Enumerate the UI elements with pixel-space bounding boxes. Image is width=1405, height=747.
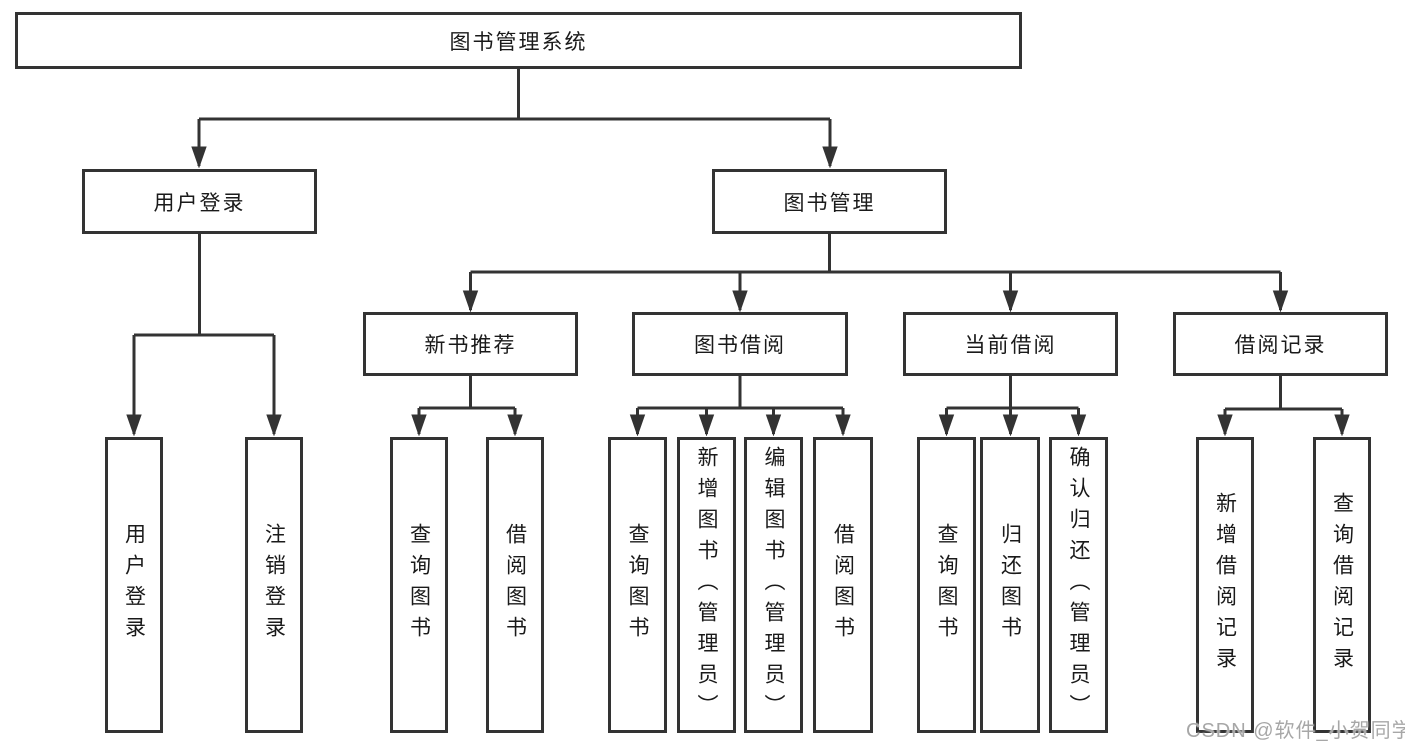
leaf-label: 查询图书 bbox=[935, 523, 958, 647]
node-book-management: 图书管理 bbox=[712, 169, 947, 234]
leaf-query-books: 查询图书 bbox=[608, 437, 667, 733]
node-user-login: 用户登录 bbox=[82, 169, 317, 234]
leaf-label: 确认归还（管理员） bbox=[1067, 445, 1090, 725]
leaf-edit-books-admin: 编辑图书（管理员） bbox=[744, 437, 803, 733]
node-current-borrowing: 当前借阅 bbox=[903, 312, 1118, 376]
leaf-logout: 注销登录 bbox=[245, 437, 303, 733]
leaf-borrow-books: 借阅图书 bbox=[486, 437, 544, 733]
leaf-add-borrow-record: 新增借阅记录 bbox=[1196, 437, 1254, 733]
leaf-label: 用户登录 bbox=[122, 523, 146, 647]
node-label: 图书借阅 bbox=[694, 334, 786, 357]
leaf-query-books: 查询图书 bbox=[390, 437, 448, 733]
node-borrowing-records: 借阅记录 bbox=[1173, 312, 1388, 376]
node-new-book-recommend: 新书推荐 bbox=[363, 312, 578, 376]
csdn-watermark: CSDN @软件_小贺同学 bbox=[1186, 720, 1405, 742]
leaf-label: 编辑图书（管理员） bbox=[762, 445, 785, 725]
leaf-label: 归还图书 bbox=[998, 523, 1022, 647]
node-label: 当前借阅 bbox=[964, 334, 1057, 357]
leaf-label: 新增图书（管理员） bbox=[695, 445, 718, 725]
leaf-query-borrow-record: 查询借阅记录 bbox=[1313, 437, 1371, 733]
leaf-label: 借阅图书 bbox=[503, 523, 527, 647]
leaf-label: 查询借阅记录 bbox=[1330, 492, 1354, 678]
node-label: 图书管理 bbox=[783, 191, 876, 215]
leaf-return-books: 归还图书 bbox=[980, 437, 1040, 733]
leaf-label: 借阅图书 bbox=[831, 523, 855, 647]
leaf-borrow-books: 借阅图书 bbox=[813, 437, 873, 733]
node-book-borrowing: 图书借阅 bbox=[632, 312, 848, 376]
leaf-add-books-admin: 新增图书（管理员） bbox=[677, 437, 736, 733]
leaf-user-login: 用户登录 bbox=[105, 437, 163, 733]
node-root-system: 图书管理系统 bbox=[15, 12, 1022, 69]
leaf-label: 查询图书 bbox=[626, 523, 649, 647]
leaf-label: 注销登录 bbox=[262, 523, 286, 647]
node-label: 用户登录 bbox=[153, 191, 246, 215]
leaf-confirm-return-admin: 确认归还（管理员） bbox=[1049, 437, 1108, 733]
leaf-query-books: 查询图书 bbox=[917, 437, 976, 733]
node-root-label: 图书管理系统 bbox=[449, 30, 588, 54]
node-label: 新书推荐 bbox=[424, 334, 517, 357]
leaf-label: 查询图书 bbox=[407, 523, 431, 647]
leaf-label: 新增借阅记录 bbox=[1213, 492, 1237, 678]
node-label: 借阅记录 bbox=[1234, 334, 1327, 357]
connector-rails bbox=[134, 66, 1342, 411]
